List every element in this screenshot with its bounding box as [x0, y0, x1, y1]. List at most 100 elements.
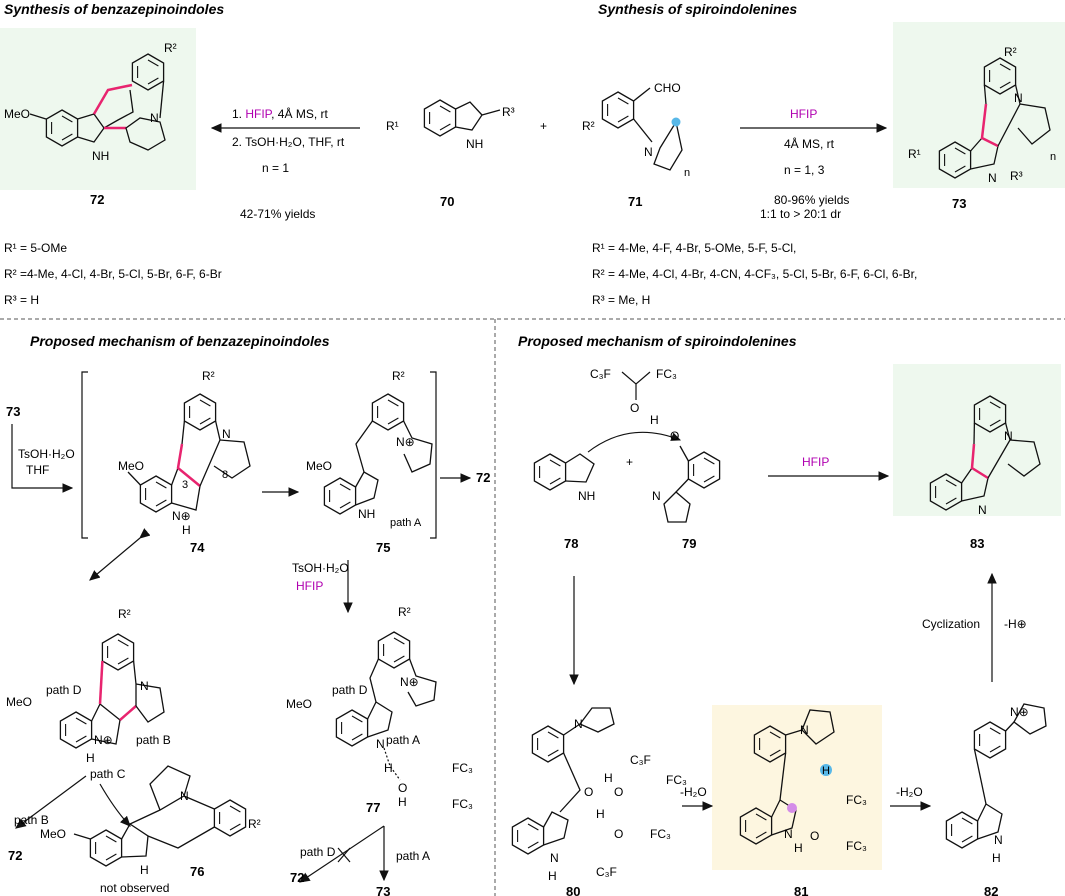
atom-nplus-82: N⊕	[1010, 705, 1029, 719]
atom-n-80: N	[574, 717, 583, 731]
sub-right-r1: R¹ = 4-Me, 4-F, 4-Br, 5-OMe, 5-F, 5-Cl,	[592, 241, 796, 255]
atom-h-80: H	[548, 869, 557, 883]
atom-h2-80: H	[596, 807, 605, 821]
atom-nh-72: NH	[92, 149, 109, 163]
atom-n-79: N	[652, 489, 661, 503]
mech-h2o-2: -H₂O	[896, 785, 923, 799]
label-80: 80	[566, 884, 580, 896]
path-b-res: path B	[136, 733, 171, 747]
structure-79	[663, 445, 721, 523]
atom-r3-73: R³	[1010, 169, 1023, 183]
atom-n2-81: N	[784, 827, 793, 841]
label-72-pathb: 72	[8, 848, 22, 863]
structure-73	[938, 57, 1051, 179]
sub-left-r1: R¹ = 5-OMe	[4, 241, 67, 255]
atom-c3f-top: C₃F	[590, 367, 611, 381]
plus-sign-mech: +	[626, 455, 633, 469]
atom-nh-75: NH	[358, 507, 375, 521]
atom-n-74: N	[222, 427, 231, 441]
structure-resonance	[59, 633, 165, 749]
atom-r1-70: R¹	[386, 119, 399, 133]
atom-meo-77: MeO	[286, 697, 312, 711]
bracket-left	[81, 371, 88, 539]
path-a-75: path A	[390, 517, 422, 529]
label-79: 79	[682, 536, 696, 551]
atom-c3f-80b: C₃F	[596, 865, 617, 879]
atom-h-76: H	[140, 863, 149, 877]
product-83-box	[893, 364, 1061, 516]
atom-h-81b: H	[794, 841, 803, 855]
atom-nplus-res: N⊕	[94, 733, 113, 747]
atom-h-77: H	[384, 761, 393, 775]
mech-hfip-right: HFIP	[802, 455, 829, 469]
path-a-split: path A	[396, 849, 430, 863]
label-81: 81	[794, 884, 808, 896]
atom-n-83a: N	[1004, 429, 1013, 443]
structure-83	[929, 395, 1041, 511]
structure-70	[423, 99, 501, 137]
path-a-77: path A	[386, 733, 420, 747]
atom-n-sub-71: n	[684, 167, 690, 179]
conditions-right-dr: 1:1 to > 20:1 dr	[760, 207, 841, 221]
structure-75	[323, 393, 433, 515]
atom-r2-72: R²	[164, 41, 177, 55]
label-71: 71	[628, 194, 642, 209]
atom-h-74: H	[182, 523, 191, 537]
structure-78	[533, 453, 595, 491]
atom-o-top: O	[630, 401, 639, 415]
bracket-right	[430, 371, 437, 539]
atom-nh-78: NH	[578, 489, 595, 503]
atom-r2-71: R²	[582, 119, 595, 133]
structure-76	[73, 765, 247, 867]
structure-72	[29, 53, 166, 151]
path-b-label: path B	[14, 813, 49, 827]
atom-r2-res: R²	[118, 607, 131, 621]
atom-h-82: H	[992, 851, 1001, 865]
atom-r2-75: R²	[392, 369, 405, 383]
label-72-mech: 72	[476, 470, 490, 485]
sub-right-r2: R² = 4-Me, 4-Cl, 4-Br, 4-CN, 4-CF₃, 5-Cl…	[592, 267, 917, 281]
atom-n-82: N	[994, 833, 1003, 847]
cross-mark	[337, 847, 351, 863]
label-82: 82	[984, 884, 998, 896]
structure-74	[127, 393, 251, 513]
structure-81	[739, 709, 835, 845]
arrow-path-b	[15, 775, 87, 829]
atom-n-71: N	[644, 145, 653, 159]
conditions-right-hfip: HFIP	[790, 107, 817, 121]
resonance-arrow	[89, 528, 151, 581]
structure-77	[335, 631, 437, 781]
mech-tsoh-1: TsOH·H₂O	[18, 447, 75, 461]
intermediate-81-box	[712, 705, 882, 870]
label-73-patha: 73	[376, 884, 390, 896]
sub-left-r2: R² =4-Me, 4-Cl, 4-Br, 5-Cl, 5-Br, 6-F, 6…	[4, 267, 222, 281]
atom-fc3-77a: FC₃	[452, 761, 473, 775]
sub-right-r3: R³ = Me, H	[592, 293, 650, 307]
atom-h-81a: H	[822, 765, 830, 777]
atom-meo-75: MeO	[306, 459, 332, 473]
header-mechanism-benzazepinoindoles: Proposed mechanism of benzazepinoindoles	[30, 333, 330, 349]
label-73: 73	[952, 196, 966, 211]
label-76: 76	[190, 864, 204, 879]
atom-n-77: N	[376, 737, 385, 751]
mech-cyclization: Cyclization	[922, 617, 980, 631]
label-78: 78	[564, 536, 578, 551]
atom-o-79: O	[670, 429, 679, 443]
mech-thf: THF	[26, 463, 49, 477]
atom-n-76: N	[180, 789, 189, 803]
conditions-left-step2: 2. TsOH·H₂O, THF, rt	[232, 135, 345, 149]
path-c-res: path C	[90, 767, 126, 781]
atom-h-70: NH	[466, 137, 483, 151]
atom-r2-77: R²	[398, 605, 411, 619]
atom-n-72: N	[150, 111, 159, 125]
mech-h2o-1: -H₂O	[680, 785, 707, 799]
label-75: 75	[376, 540, 390, 555]
label-72-pathd: 72	[290, 870, 304, 885]
atom-fc3-80b: FC₃	[650, 827, 671, 841]
atom-cho-71: CHO	[654, 81, 681, 95]
atom-nplus-75: N⊕	[396, 435, 415, 449]
atom-r2-76: R²	[248, 817, 261, 831]
header-benzazepinoindoles: Synthesis of benzazepinoindoles	[4, 1, 224, 17]
not-observed: not observed	[100, 881, 169, 895]
